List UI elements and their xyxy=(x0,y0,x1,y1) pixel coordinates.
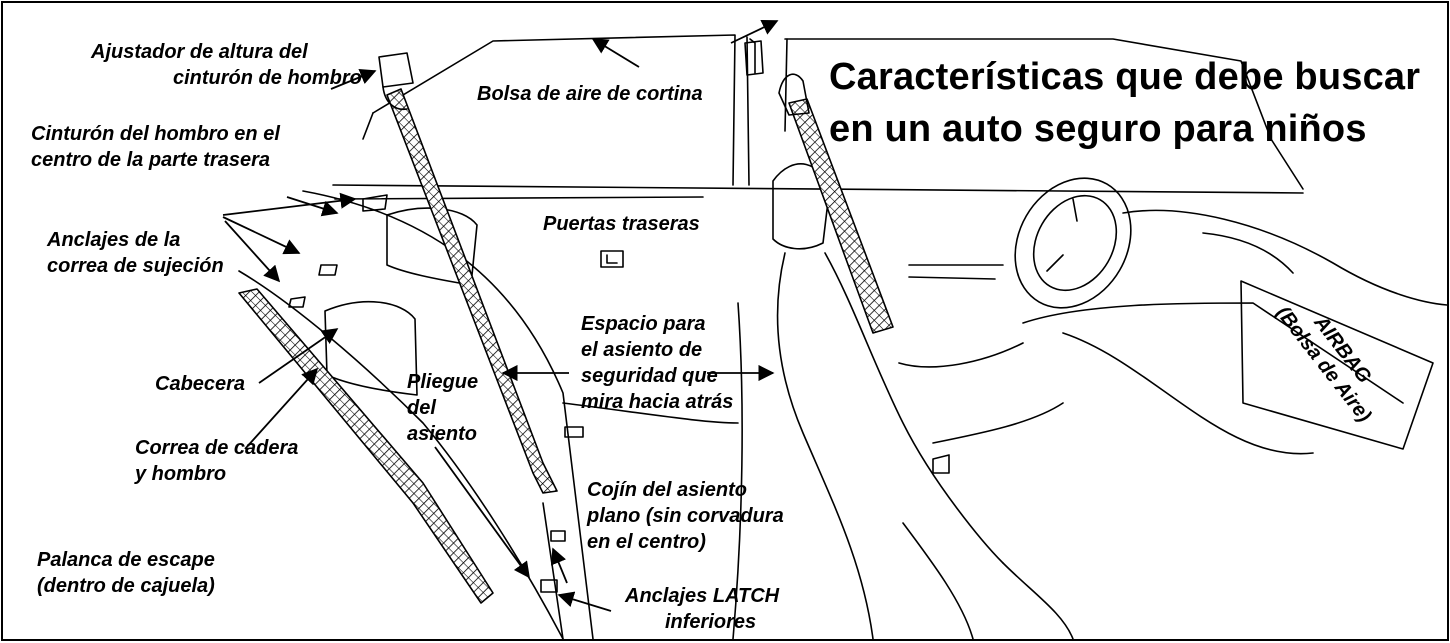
arrow-tether-3 xyxy=(224,220,281,283)
label-rear-facing-space: Espacio para el asiento de seguridad que… xyxy=(581,313,734,413)
label-trunk-release: Palanca de escape (dentro de cajuela) xyxy=(37,549,215,597)
label-lap-shoulder-belt: Correa de cadera y hombro xyxy=(135,437,299,485)
arrow-latch-lower xyxy=(557,591,612,612)
pointer-arrows xyxy=(222,19,779,612)
arrow-lap-belt xyxy=(244,367,319,450)
dashboard xyxy=(1022,209,1447,455)
car-interior-illustration xyxy=(222,19,1447,639)
front-seat-outline xyxy=(772,163,1074,639)
door-beltline xyxy=(332,184,1304,194)
arrow-tether-1 xyxy=(222,192,357,216)
arrow-height-adjuster xyxy=(330,69,377,90)
arrow-curtain-left xyxy=(591,38,640,68)
diagram-title: Características que debe buscar en un au… xyxy=(829,51,1420,155)
arrow-latch-upper xyxy=(551,547,568,584)
label-latch-anchors: Anclajes LATCH inferiores xyxy=(625,585,780,633)
label-headrest: Cabecera xyxy=(155,373,246,395)
label-center-shoulder-belt: Cinturón del hombro en el centro de la p… xyxy=(31,123,280,171)
label-rear-doors: Puertas traseras xyxy=(543,213,700,235)
arrow-seat-bight xyxy=(434,446,530,579)
title-line-1: Características que debe buscar xyxy=(829,56,1421,98)
front-window-outline xyxy=(784,38,1304,190)
label-seat-bight: Pliegue del asiento xyxy=(407,371,479,445)
arrow-tether-2 xyxy=(222,216,301,255)
rear-seatback-outline xyxy=(238,190,743,639)
rear-window-outline xyxy=(362,34,756,186)
label-tether-anchors: Anclajes de la correa de sujeción xyxy=(47,229,224,277)
label-flat-seat-cushion: Cojín del asiento plano (sin corvadura e… xyxy=(587,479,784,553)
steering-wheel xyxy=(1014,177,1132,309)
arrow-headrest xyxy=(258,328,339,384)
label-shoulder-height-adjuster: Ajustador de altura del cinturón de homb… xyxy=(91,41,362,89)
title-line-2: en un auto seguro para niños xyxy=(829,108,1367,150)
arrow-curtain-right xyxy=(730,19,779,44)
label-curtain-airbag: Bolsa de aire de cortina xyxy=(477,83,703,105)
headrest-shapes xyxy=(288,194,478,396)
